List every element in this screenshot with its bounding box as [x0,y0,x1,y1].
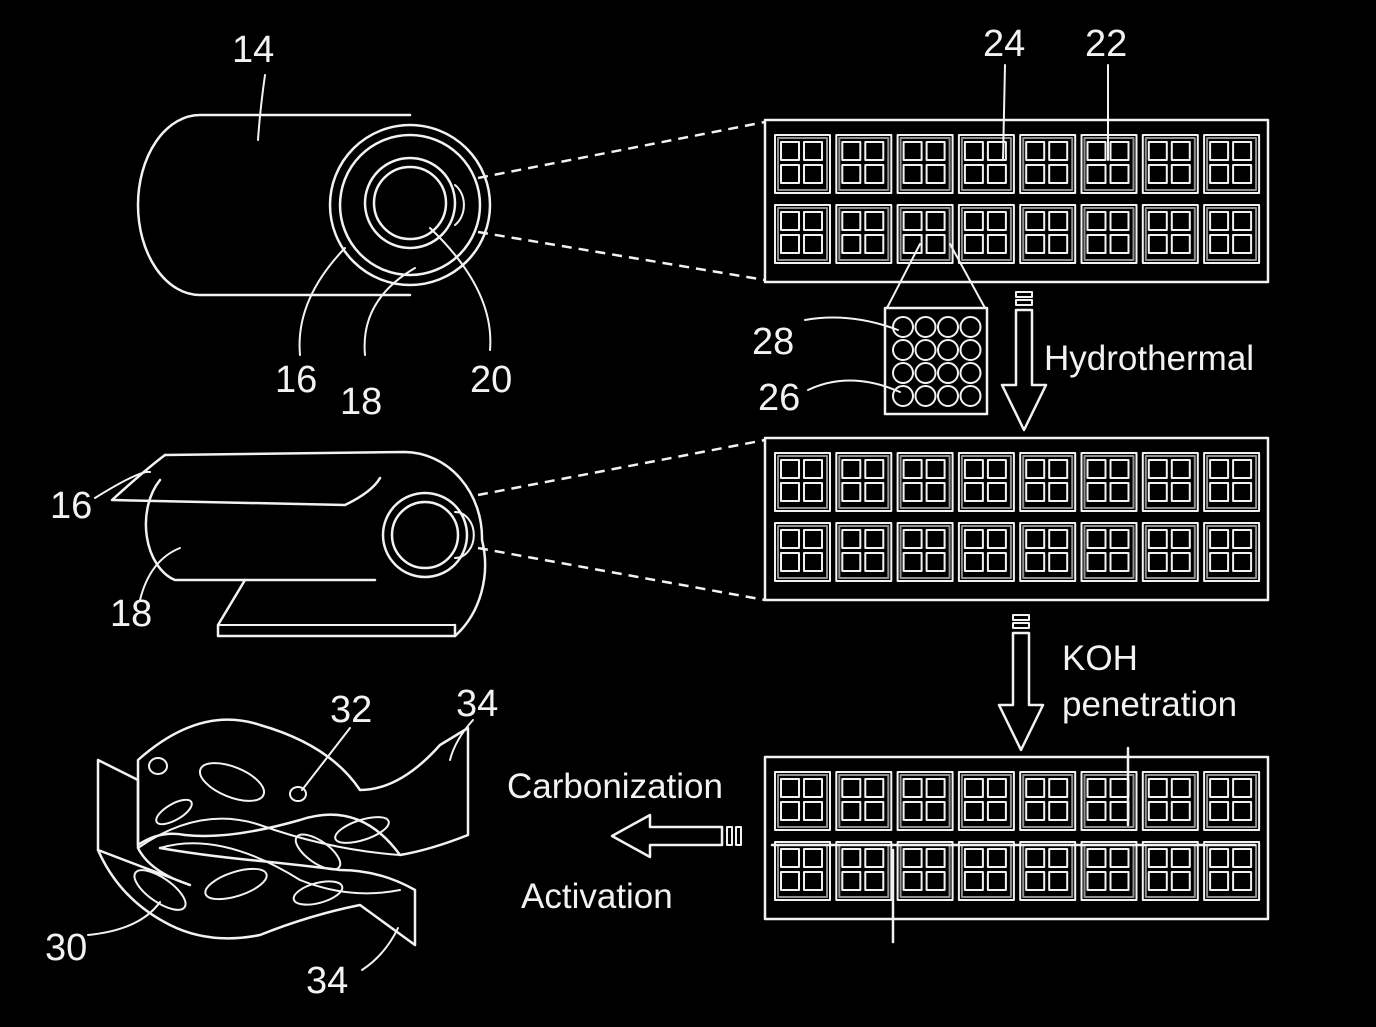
grid-cell [835,204,893,264]
micropore [914,385,937,407]
ref-32-label: 32 [330,689,372,731]
grid-cell [1019,204,1077,264]
grid-cell [957,134,1015,194]
micropore-detail [804,306,989,416]
hydrothermal-label: Hydrothermal [1044,339,1254,378]
grid-cell [957,771,1015,831]
grid-cell [1203,204,1261,264]
grid-cell [1080,522,1138,582]
grid-cell [774,771,831,831]
grid-cell [1019,771,1077,831]
grid-cell [1141,134,1199,194]
ref-24-leader [1002,64,1006,161]
grid-cell [774,134,831,194]
ref-24-label: 24 [983,23,1025,65]
koh-label: KOH [1062,639,1138,678]
grid-cell [1141,522,1199,582]
grid-cell [1203,522,1261,582]
ref-20-label: 20 [470,359,512,401]
grid-cell [774,841,831,901]
ref-34-label-bottom: 34 [306,960,348,1002]
ref-34-label-top: 34 [456,683,498,725]
ref-14-label: 14 [232,29,274,71]
ref-22-label: 22 [1085,23,1127,65]
pore-grid-koh [763,746,1270,944]
ref-30-label: 30 [45,927,87,969]
grid-cell [1203,134,1261,194]
activation-label: Activation [521,877,673,916]
grid-cell [957,204,1015,264]
grid-cell [1019,841,1077,901]
grid-cell [896,204,954,264]
grid-cell [1080,452,1138,512]
pore-grid-initial [763,118,1270,309]
micropore [959,385,982,407]
micropore [937,316,959,338]
carbonization-arrow [610,813,742,859]
micropore [892,362,914,384]
grid-cell [774,452,831,512]
ref-16-label-top: 16 [275,359,317,401]
grid-cell [896,771,954,831]
ref-16-label-mid: 16 [50,485,92,527]
micropore [892,339,914,361]
grid-cell [896,841,954,901]
grid-cell [896,522,954,582]
intact-fiber-cylinder [136,74,766,356]
grid-cell [896,134,954,194]
ref-18-label-mid: 18 [110,593,152,635]
grid-cell [1141,204,1199,264]
grid-cell [957,841,1015,901]
ref-18-label-top: 18 [340,381,382,423]
penetration-label: penetration [1062,685,1237,724]
micropore [937,362,959,384]
grid-cell [835,134,893,194]
koh-arrow [997,614,1045,752]
grid-cell [1141,841,1199,901]
grid-cell [1019,522,1077,582]
grid-cell [1203,452,1261,512]
porous-carbon-sheet [87,718,474,971]
micropore [892,316,914,338]
micropore [959,339,982,361]
micropore [914,339,937,361]
grid-cell [1019,134,1077,194]
grid-cell [957,452,1015,512]
micropore [937,339,959,361]
grid-cell [1203,841,1261,901]
grid-cell [1080,841,1138,901]
grid-cell [1141,452,1199,512]
hydrothermal-arrow [1000,291,1048,432]
micropore [937,385,959,407]
micropore [959,362,982,384]
grid-cell [835,771,893,831]
micropore [914,362,937,384]
micropore [959,316,982,338]
grid-cell [774,522,831,582]
micropore [914,316,937,338]
carbonization-label: Carbonization [507,767,723,806]
pore-grid-hydrothermal [763,436,1270,602]
grid-cell [774,204,831,264]
grid-cell [896,452,954,512]
grid-cell [1141,771,1199,831]
grid-cell [835,452,893,512]
micropore [892,385,914,407]
grid-cell [1203,771,1261,831]
unrolling-fiber [94,438,766,638]
ref-28-label: 28 [752,321,794,363]
grid-cell [1019,452,1077,512]
grid-cell [1080,204,1138,264]
grid-cell [835,522,893,582]
grid-cell [957,522,1015,582]
ref-26-label: 26 [758,377,800,419]
grid-cell [835,841,893,901]
